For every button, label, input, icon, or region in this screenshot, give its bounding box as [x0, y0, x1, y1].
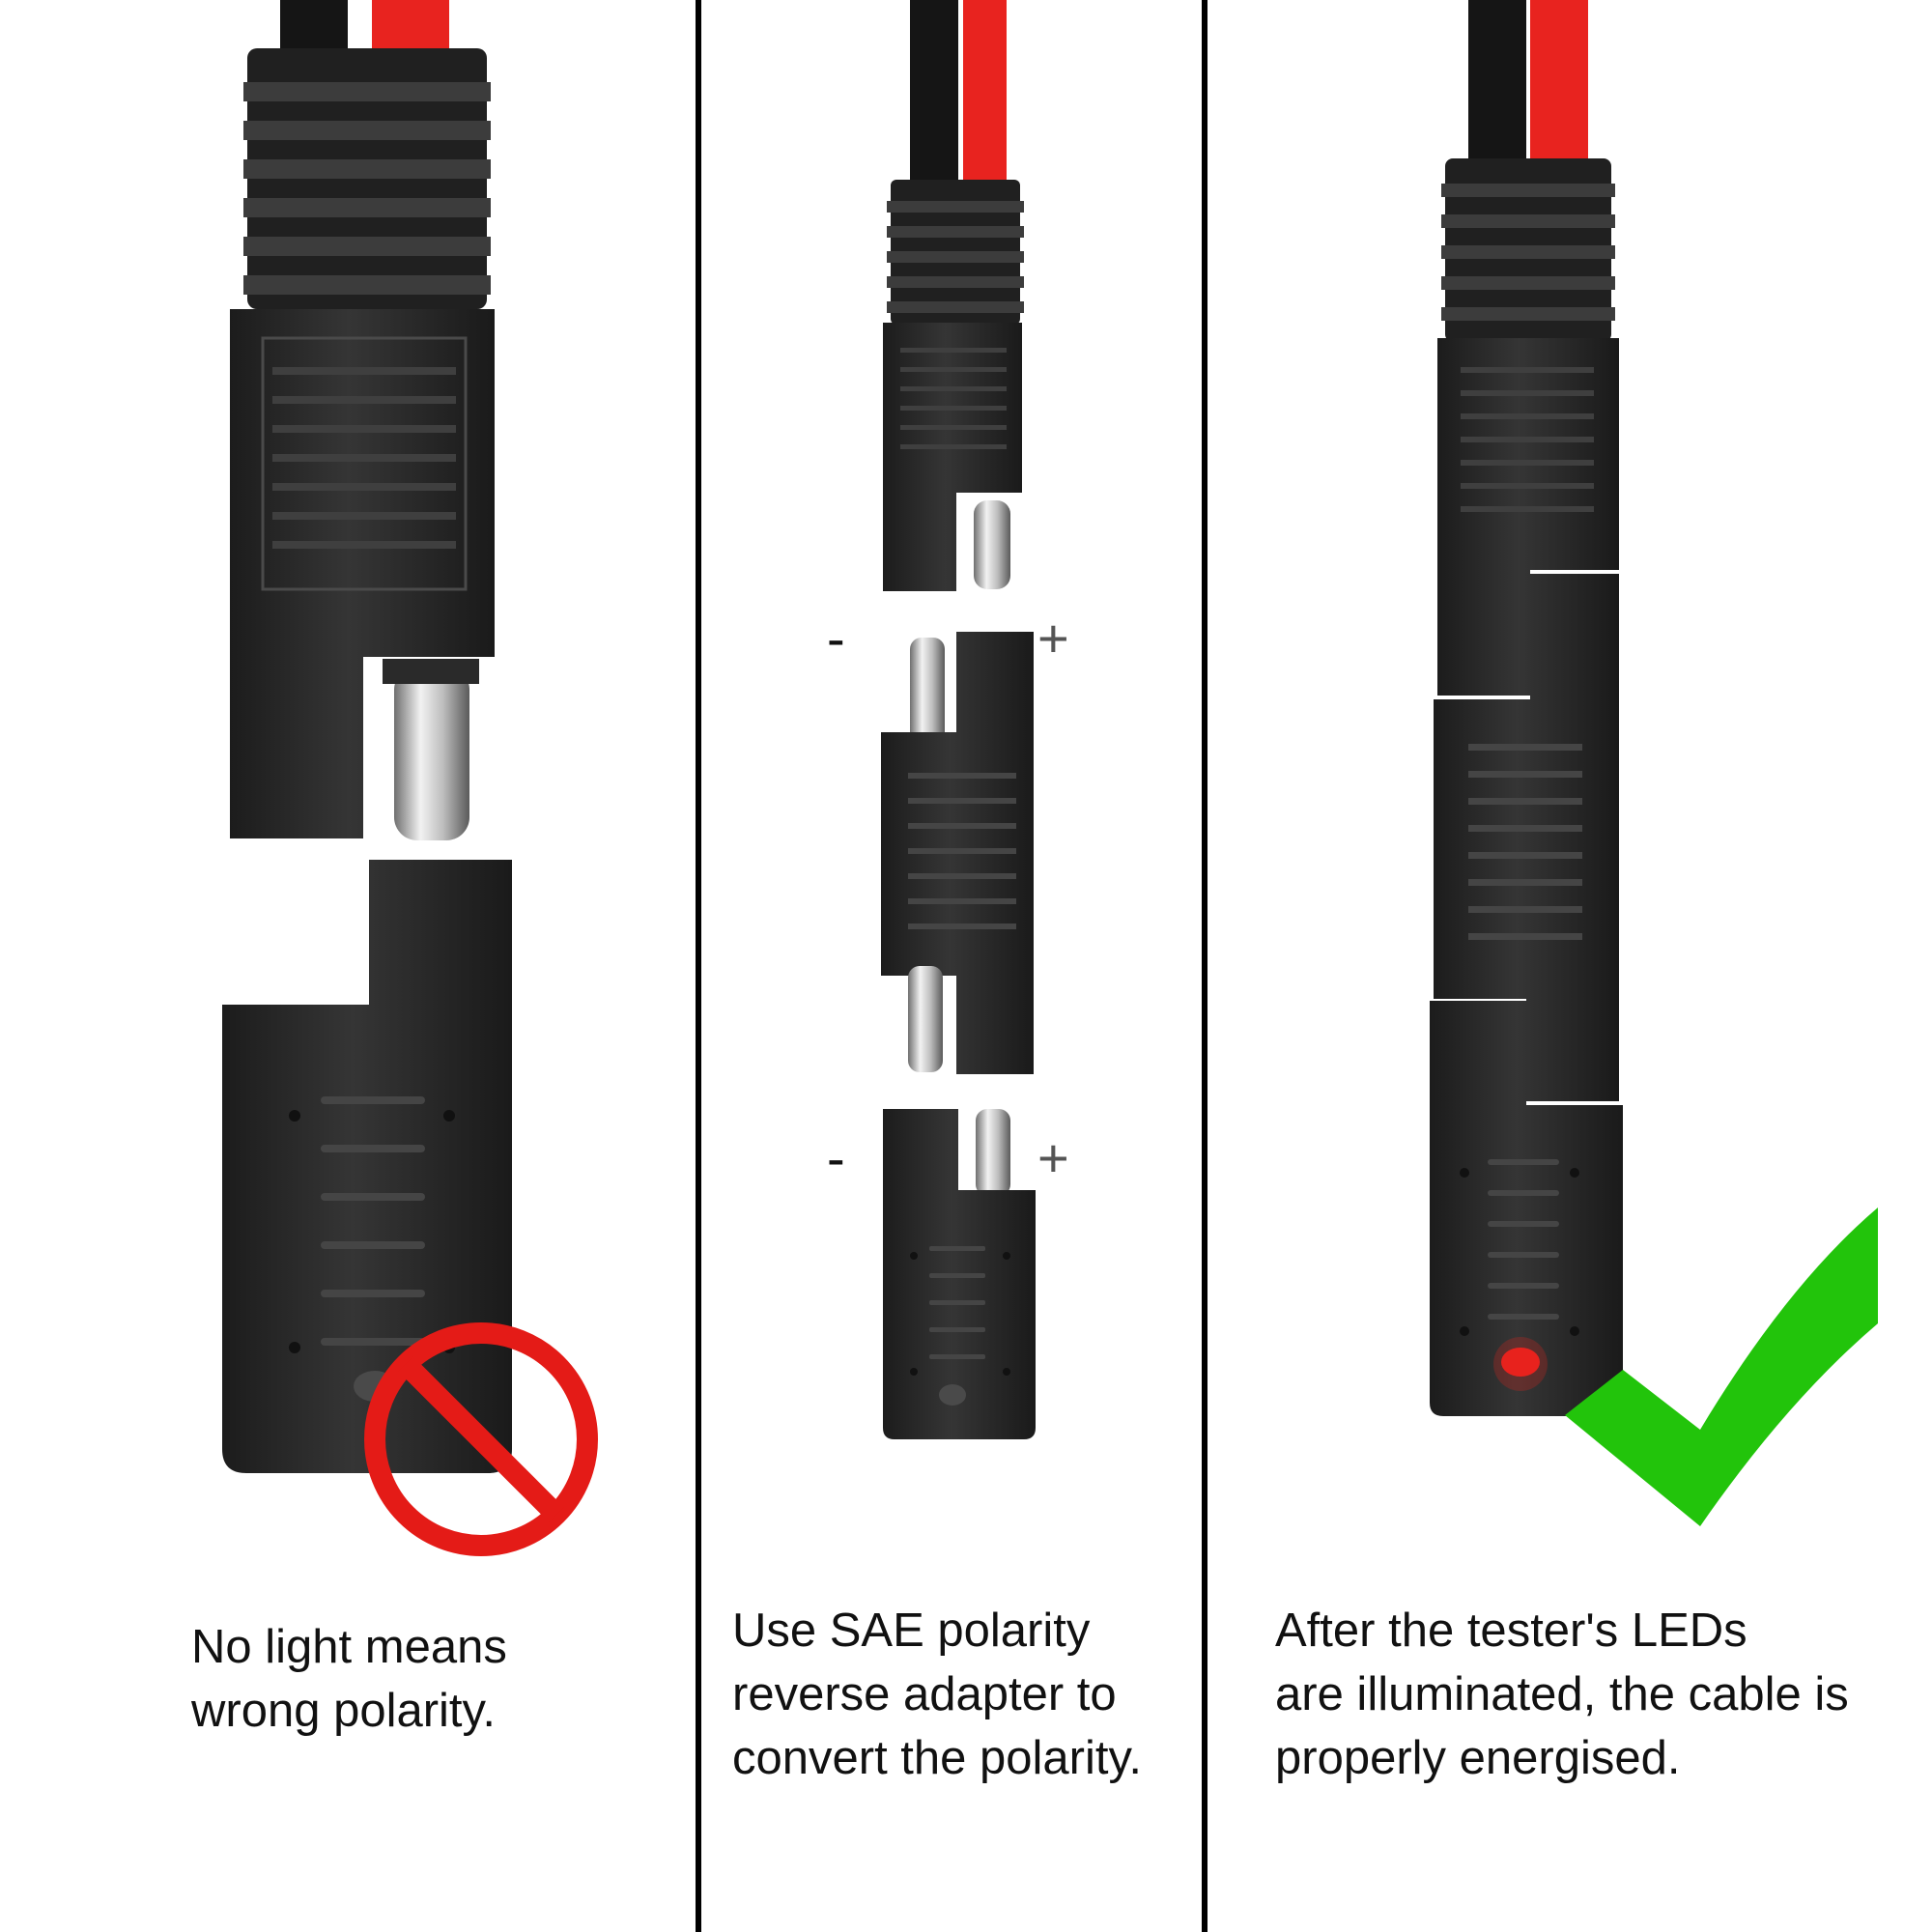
- prohibited-icon: [364, 1322, 598, 1556]
- red-wire: [963, 0, 1007, 184]
- led-on-indicator: [1501, 1348, 1540, 1377]
- caption-line: No light means: [191, 1621, 507, 1673]
- black-wire: [910, 0, 958, 184]
- caption-correct-polarity: After the tester's LEDs are illuminated,…: [1275, 1599, 1849, 1790]
- caption-line: are illuminated, the cable is: [1275, 1668, 1849, 1720]
- caption-line: properly energised.: [1275, 1732, 1681, 1784]
- plus-label: +: [1037, 608, 1069, 668]
- sae-plug-connected: [1434, 0, 1619, 1101]
- led-off-indicator: [939, 1384, 966, 1406]
- red-wire: [1530, 0, 1588, 164]
- caption-line: convert the polarity.: [732, 1732, 1142, 1784]
- minus-label: -: [827, 1127, 845, 1188]
- black-wire: [1468, 0, 1526, 164]
- sae-plug-left: [230, 0, 495, 840]
- caption-line: wrong polarity.: [191, 1685, 497, 1737]
- sae-plug-top: [883, 0, 1024, 591]
- led-tester-left: [222, 860, 512, 1473]
- product-illustration: - + - +: [222, 0, 1878, 1556]
- panel-divider: [1202, 0, 1208, 1932]
- polarity-labels-adapter: - +: [827, 608, 1069, 668]
- caption-reverse-adapter: Use SAE polarity reverse adapter to conv…: [732, 1599, 1142, 1790]
- minus-label: -: [827, 608, 845, 668]
- caption-line: After the tester's LEDs: [1275, 1605, 1747, 1657]
- reverse-adapter: [881, 632, 1034, 1074]
- plus-label: +: [1037, 1127, 1069, 1188]
- caption-line: Use SAE polarity: [732, 1605, 1091, 1657]
- panel-divider: [696, 0, 701, 1932]
- caption-line: reverse adapter to: [732, 1668, 1117, 1720]
- checkmark-icon: [1565, 1208, 1878, 1526]
- caption-wrong-polarity: No light means wrong polarity.: [191, 1615, 507, 1743]
- polarity-labels-tester: - +: [827, 1127, 1069, 1188]
- led-tester-middle: [883, 1109, 1036, 1439]
- led-tester-right: [1430, 1001, 1623, 1416]
